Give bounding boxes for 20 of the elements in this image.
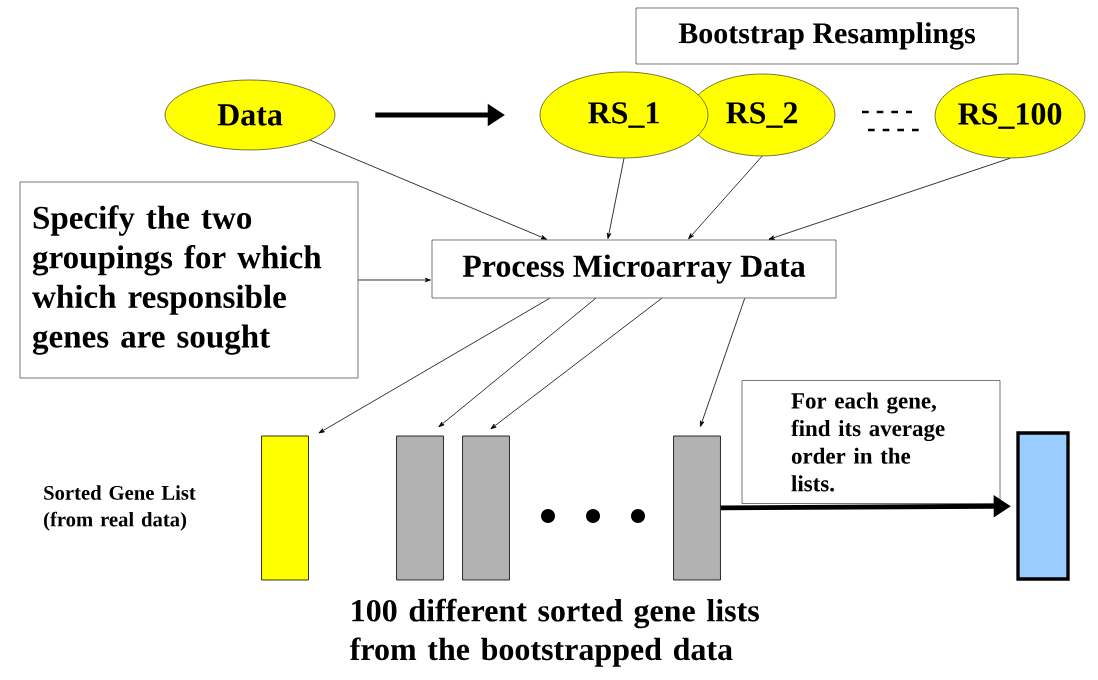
arrow [357,277,431,283]
list-bar [261,435,309,581]
process-box: Process Microarray Data [431,239,837,299]
caption-text: 100 different sorted gene lists from the bootstrapped data [349,598,759,667]
note-box: For each gene, find its average order in the lists. [741,380,1001,504]
arrow [768,157,1011,240]
list-bar [462,435,510,581]
bar-caption: Sorted Gene List (from real data) [44,485,196,531]
arrow [700,297,746,427]
arrow [309,139,547,240]
note-box: Specify the two groupings for which which responsible genes are sought [19,181,359,379]
arrow [438,297,597,428]
arrow [318,297,551,434]
arrow [490,297,663,430]
list-bar [1016,431,1070,581]
list-bar [673,435,721,581]
list-bar [396,435,444,581]
heading-box: Bootstrap Resamplings [635,7,1019,65]
arrow [688,155,763,240]
arrow [606,157,625,239]
